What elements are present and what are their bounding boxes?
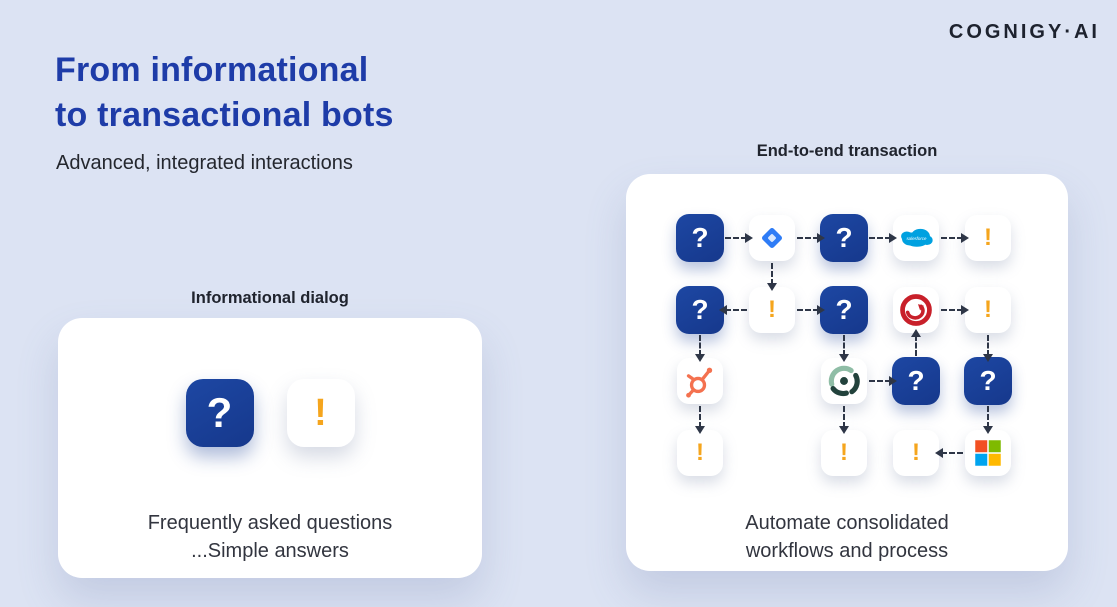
right-card-caption: Automate consolidated workflows and proc… [626,509,1068,565]
exclamation-node: ! [677,430,723,477]
hubspot-node [677,358,723,405]
question-glyph: ? [206,389,233,436]
page-title-line2: to transactional bots [55,96,394,134]
question-node: ? [964,357,1012,406]
right-caption-line2: workflows and process [745,540,949,562]
left-card-label: Informational dialog [191,289,349,307]
right-card-label: End-to-end transaction [756,142,938,160]
salesforce-node: salesforce [893,215,939,261]
arrowhead-icon [983,426,993,435]
flow-arrow [915,334,917,357]
arrowhead-icon [817,233,825,243]
flow-arrow [771,263,773,285]
arrowhead-icon [889,376,897,387]
flow-arrow [797,308,819,311]
microsoft-node [965,430,1011,477]
flow-arrow [843,334,845,357]
arrowhead-icon [695,354,705,363]
arrowhead-icon [983,354,993,363]
arrowhead-icon [695,426,705,435]
page-title-line1: From informational [55,51,369,89]
flow-arrow [941,452,963,455]
page-title: From informational to transactional bots [55,48,394,138]
flow-arrow [869,237,891,239]
exclamation-node: ! [821,430,867,477]
left-caption-line1: Frequently asked questions [147,512,393,534]
exclamation-icon: ! [286,379,355,447]
arrowhead-icon [767,282,777,291]
exclamation-glyph: ! [314,391,327,434]
arrowhead-icon [911,328,921,337]
arrowhead-icon [839,426,849,435]
informational-dialog-card: ? ! Frequently asked questions ...Simple… [58,318,482,578]
flow-arrow [987,334,989,357]
arrowhead-icon [839,354,849,363]
left-card-caption: Frequently asked questions ...Simple ans… [58,509,482,565]
flow-arrow [797,237,819,239]
right-caption-line1: Automate consolidated [745,512,949,534]
question-node: ? [820,214,868,262]
flow-arrow [725,237,747,239]
question-icon: ? [185,379,254,447]
flow-diagram: ? ? salesforce!?!? ! [626,174,1068,571]
exclamation-node: ! [893,430,939,477]
arrowhead-icon [817,304,825,315]
arrowhead-icon [719,304,727,315]
question-node: ? [892,357,940,406]
flow-arrow [869,380,891,383]
jira-node [749,215,795,261]
flow-arrow [725,308,747,311]
end-to-end-transaction-card: ? ? salesforce!?!? ! [626,174,1068,571]
flow-arrow [843,406,845,429]
question-node: ? [676,214,724,262]
dialog-icon-pair: ? ! [58,379,482,447]
exclamation-node: ! [965,286,1011,333]
arrowhead-icon [961,233,969,243]
segmented-ring-node [821,358,867,405]
left-caption-line2: ...Simple answers [191,540,349,562]
red-swirl-node [893,286,939,333]
flow-arrow [941,237,963,239]
question-node: ? [820,285,868,334]
arrowhead-icon [745,233,753,243]
arrowhead-icon [935,448,943,459]
flow-arrow [699,406,701,429]
cognigy-logo: COGNIGY·AI [948,21,1100,43]
arrowhead-icon [961,304,969,315]
flow-arrow [699,334,701,357]
flow-arrow [941,308,963,311]
svg-text:salesforce: salesforce [907,236,927,241]
question-node: ? [676,285,724,334]
flow-arrow [987,406,989,429]
exclamation-node: ! [749,286,795,333]
exclamation-node: ! [965,215,1011,261]
page-subtitle: Advanced, integrated interactions [56,152,353,174]
arrowhead-icon [889,233,897,243]
